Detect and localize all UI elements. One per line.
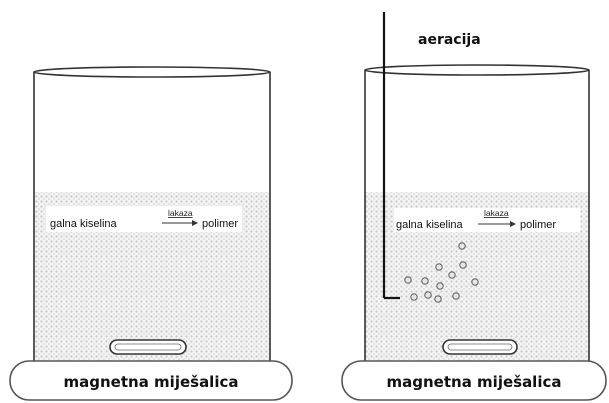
air-bubble xyxy=(435,263,443,271)
right-stir-bar xyxy=(442,339,518,355)
air-bubble xyxy=(410,293,418,301)
right-reaction-band xyxy=(394,208,580,232)
left-reaction-band xyxy=(46,206,242,232)
right-stirrer-base xyxy=(341,360,607,401)
left-stirrer-base xyxy=(9,360,293,401)
left-beaker-rim xyxy=(33,66,271,78)
right-base-label: magnetna miješalica xyxy=(387,373,562,391)
left-stir-bar xyxy=(109,339,187,355)
air-bubble xyxy=(448,271,456,279)
right-reactant-label: galna kiselina xyxy=(396,219,464,231)
air-bubble xyxy=(424,291,432,299)
air-bubble xyxy=(434,295,442,303)
right-product-label: polimer xyxy=(520,219,556,231)
left-reaction-arrow xyxy=(162,220,198,226)
right-catalyst-label: lakaza xyxy=(484,208,509,218)
left-setup: galna kiselina lakaza polimer magnetna m… xyxy=(9,66,293,401)
left-catalyst-label: lakaza xyxy=(168,208,193,218)
air-bubble xyxy=(436,282,444,290)
air-bubble xyxy=(452,292,460,300)
right-beaker-rim xyxy=(364,64,590,76)
air-bubble xyxy=(458,242,466,250)
air-bubbles xyxy=(404,242,479,303)
left-product-label: polimer xyxy=(202,218,238,230)
air-bubble xyxy=(471,278,479,286)
left-base-label: magnetna miješalica xyxy=(64,373,239,391)
right-reaction-arrow xyxy=(478,221,516,227)
air-bubble xyxy=(404,276,412,284)
air-bubble xyxy=(459,261,467,269)
aeration-label: aeracija xyxy=(418,32,481,48)
right-setup: aeracija galna kiselina lakaza polimer xyxy=(341,12,607,401)
left-reactant-label: galna kiselina xyxy=(50,218,118,230)
air-bubble xyxy=(421,277,429,285)
